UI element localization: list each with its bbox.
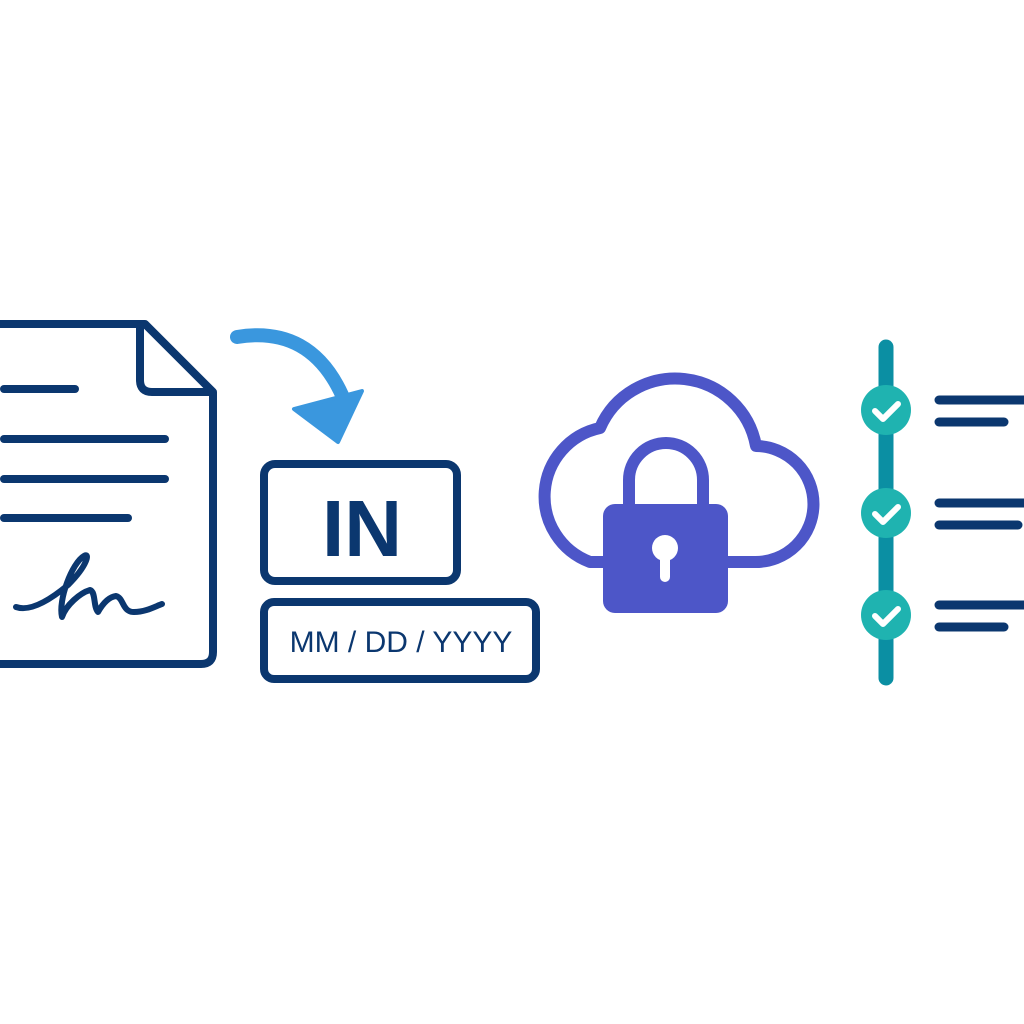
signature [13,552,165,620]
check-icon [861,590,911,640]
check-icon [861,385,911,435]
initials-field: IN [260,460,461,585]
keyhole [652,535,678,561]
signed-document-icon [0,320,217,668]
curved-arrow-icon [230,328,364,444]
check-icon [861,488,911,538]
timeline-step-3 [861,590,1024,640]
date-field: MM / DD / YYYY [260,598,540,683]
lock-shackle [623,437,709,508]
initials-label: IN [322,484,402,573]
timeline-step-1 [861,385,1024,435]
date-placeholder: MM / DD / YYYY [290,626,513,659]
cloud-lock-icon [538,372,820,613]
timeline-step-2 [861,488,1024,538]
checklist-timeline-icon [861,339,1024,686]
